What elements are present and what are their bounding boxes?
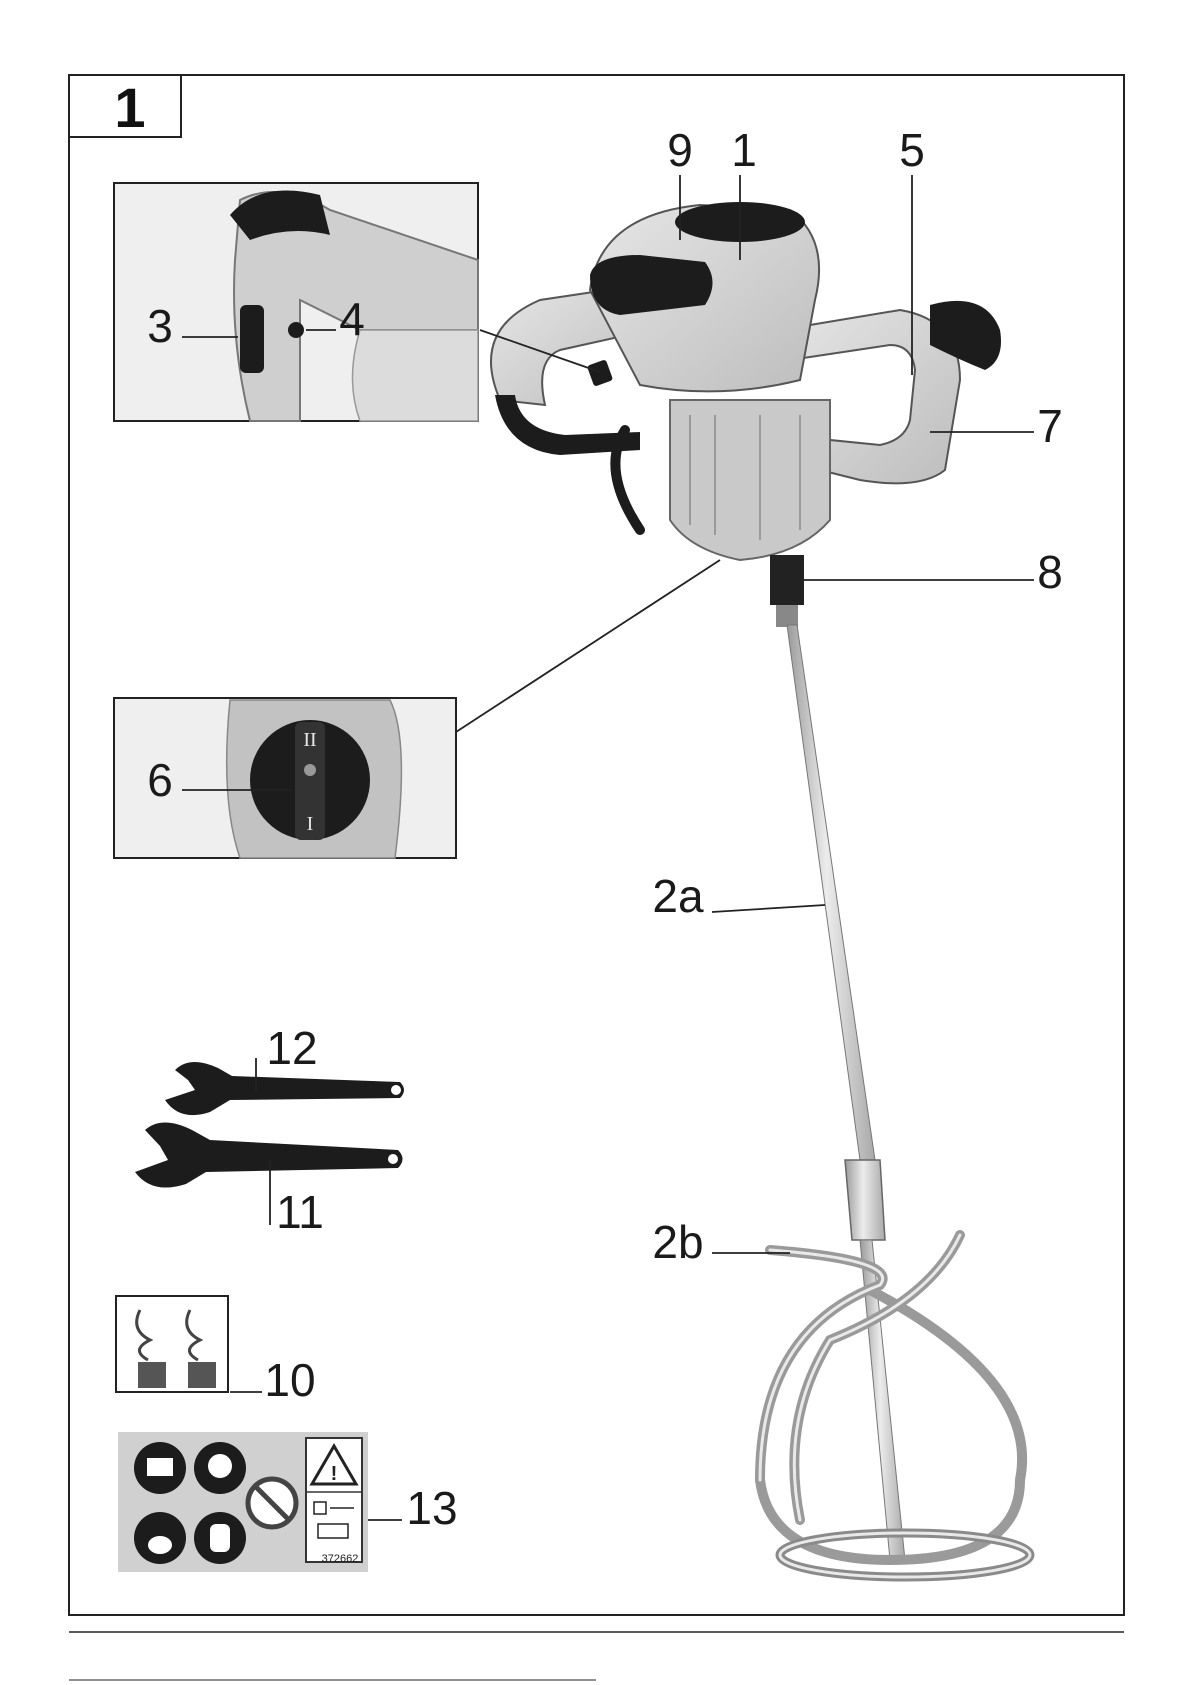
wrench-11 xyxy=(135,1123,403,1188)
left-handle-grip xyxy=(495,395,640,455)
label-10: 10 xyxy=(264,1354,315,1406)
label-2b: 2b xyxy=(652,1216,703,1268)
label-6: 6 xyxy=(147,754,173,806)
mixer-illustration xyxy=(491,202,1030,1577)
trigger-switch xyxy=(587,359,613,387)
spindle-nut xyxy=(776,605,798,627)
shaft-coupling xyxy=(845,1160,885,1240)
label-5: 5 xyxy=(899,124,925,176)
gearbox xyxy=(670,400,830,560)
on-off-switch-inset xyxy=(240,305,264,373)
label-12: 12 xyxy=(266,1022,317,1074)
inset-speed-switch: II I xyxy=(114,560,720,858)
label-8: 8 xyxy=(1037,546,1063,598)
figure-number: 1 xyxy=(114,76,145,139)
no-rain-icon xyxy=(248,1479,296,1527)
label-9: 9 xyxy=(667,124,693,176)
top-grip xyxy=(590,255,713,315)
label-4: 4 xyxy=(339,293,365,345)
svg-text:!: ! xyxy=(331,1463,338,1485)
speed-position-2: II xyxy=(303,729,316,751)
label-2a: 2a xyxy=(652,870,704,922)
stirrer-shaft xyxy=(787,625,875,1160)
warning-sticker: ! 372662 xyxy=(118,1432,368,1572)
label-7: 7 xyxy=(1037,400,1063,452)
speed-position-1: I xyxy=(307,813,314,835)
figure-number-box: 1 xyxy=(69,75,181,139)
carbon-brushes-box xyxy=(116,1296,228,1392)
label-13: 13 xyxy=(406,1482,457,1534)
label-11: 11 xyxy=(276,1186,324,1238)
sticker-code: 372662 xyxy=(322,1553,359,1565)
label-3: 3 xyxy=(147,300,173,352)
lock-button-inset xyxy=(288,322,304,338)
label-1: 1 xyxy=(731,124,757,176)
